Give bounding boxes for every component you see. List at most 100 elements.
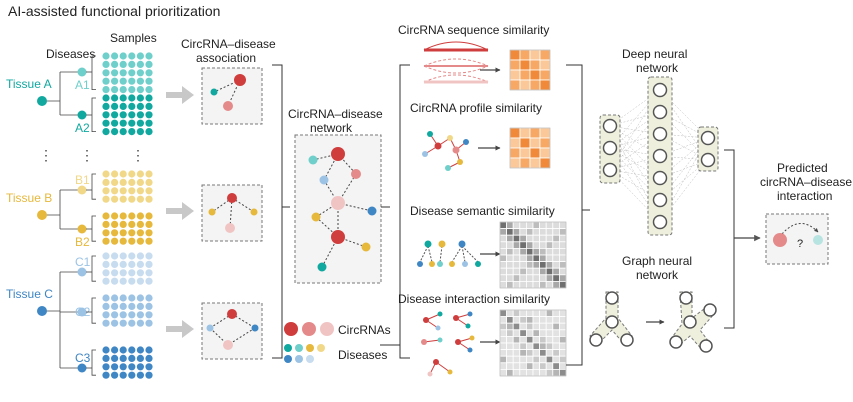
- sample-dot: [102, 237, 110, 245]
- sample-dot: [145, 302, 153, 310]
- matrix-cell: [532, 234, 540, 243]
- sample-dot: [119, 252, 127, 260]
- matrix-cell: [499, 349, 507, 357]
- matrix-cell: [559, 349, 567, 357]
- graph-neural-network: [589, 291, 717, 353]
- legend-disease-dot: [295, 355, 303, 363]
- disease-label: C2: [75, 305, 91, 319]
- bracket-prediction: [724, 149, 735, 329]
- matrix-cell: [539, 309, 547, 317]
- disease-node: [208, 208, 216, 216]
- matrix-cell: [499, 274, 507, 282]
- sample-dot: [128, 220, 136, 228]
- matrix-cell: [499, 355, 507, 364]
- dnn-neuron: [652, 126, 668, 142]
- matrix-cell: [552, 355, 560, 364]
- matrix-cell: [552, 349, 560, 357]
- grey-arrows: [166, 86, 194, 338]
- grey-arrow-c: [166, 320, 194, 338]
- matrix-cell: [509, 157, 521, 169]
- sample-grid: [86, 346, 153, 379]
- sample-dot: [119, 319, 127, 327]
- sample-dot: [102, 319, 110, 327]
- matrix-cell: [552, 368, 560, 377]
- circrna-node: [227, 309, 237, 319]
- matrix-cell: [559, 329, 567, 337]
- diseases-header: Diseases: [46, 47, 95, 61]
- dnn-layer: [647, 76, 673, 236]
- matrix-cell: [539, 362, 547, 370]
- matrix-cell: [539, 349, 547, 357]
- matrix-cell: [519, 127, 531, 139]
- tissue-label: Tissue C: [6, 287, 53, 301]
- sample-dot: [102, 302, 110, 310]
- sample-dot: [145, 212, 153, 220]
- matrix-cell: [552, 362, 560, 370]
- dnn-layer: [697, 126, 719, 172]
- disease-node: [367, 206, 377, 216]
- association-header-line1: CircRNA–disease: [181, 37, 276, 51]
- sample-dot: [102, 119, 110, 127]
- disease-label: A1: [75, 78, 90, 92]
- matrix-cell: [506, 221, 514, 229]
- legend-disease-dot: [306, 344, 314, 352]
- sample-dot: [128, 346, 136, 354]
- similarity-interaction-label: Disease interaction similarity: [398, 292, 550, 306]
- matrix-cell: [552, 329, 560, 337]
- dnn-header-line2: network: [636, 61, 679, 75]
- sample-dot: [136, 346, 144, 354]
- matrix-cell: [519, 228, 527, 236]
- sample-dot: [136, 252, 144, 260]
- matrix-cell: [526, 362, 534, 370]
- disease-node: [319, 175, 329, 185]
- sample-dot: [128, 371, 136, 379]
- matrix-cell: [526, 349, 534, 357]
- sample-dot: [128, 187, 136, 195]
- matrix-cell: [519, 79, 531, 91]
- matrix-cell: [526, 355, 534, 364]
- matrix-cell: [512, 329, 521, 337]
- sample-dot: [119, 195, 127, 203]
- sample-dot: [128, 195, 136, 203]
- disease-label: C3: [75, 351, 91, 365]
- circrna-disease-network: [294, 134, 382, 284]
- grid-bracket: [91, 297, 96, 324]
- matrix-cell: [506, 355, 514, 364]
- predicted-header-line1: Predicted: [777, 161, 828, 175]
- matrix-cell: [532, 228, 540, 236]
- matrix-cell: [552, 274, 560, 282]
- bracket-association: [272, 64, 283, 359]
- sample-dot: [136, 302, 144, 310]
- matrix-cell: [559, 241, 567, 249]
- legend-diseases-label: Diseases: [338, 348, 387, 362]
- grey-arrow-b: [166, 202, 194, 220]
- matrix-cell: [512, 368, 521, 377]
- matrix-cell: [552, 254, 560, 262]
- association-box-a: [201, 67, 263, 125]
- matrix-cell: [499, 309, 507, 317]
- sample-dot: [102, 195, 110, 203]
- sample-dot: [102, 346, 110, 354]
- sample-dot: [128, 69, 136, 77]
- matrix-cell: [526, 247, 534, 256]
- sample-dot: [119, 346, 127, 354]
- matrix-cell: [506, 316, 514, 324]
- disease-node: [77, 185, 87, 195]
- matrix-cell: [519, 267, 527, 276]
- sample-dot: [136, 229, 144, 237]
- matrix-cell: [532, 261, 540, 269]
- matrix-cell: [539, 127, 551, 139]
- matrix-cell: [506, 335, 514, 344]
- sample-dot: [145, 354, 153, 362]
- matrix-cell: [519, 309, 527, 317]
- matrix-cell: [559, 280, 567, 289]
- sample-dot: [136, 86, 144, 94]
- dnn-neuron: [602, 140, 618, 156]
- legend-circrnas-label: CircRNAs: [338, 323, 391, 337]
- deep-neural-network: [599, 76, 719, 236]
- legend-circrna-dot: [320, 322, 334, 336]
- grid-bracket: [91, 215, 96, 242]
